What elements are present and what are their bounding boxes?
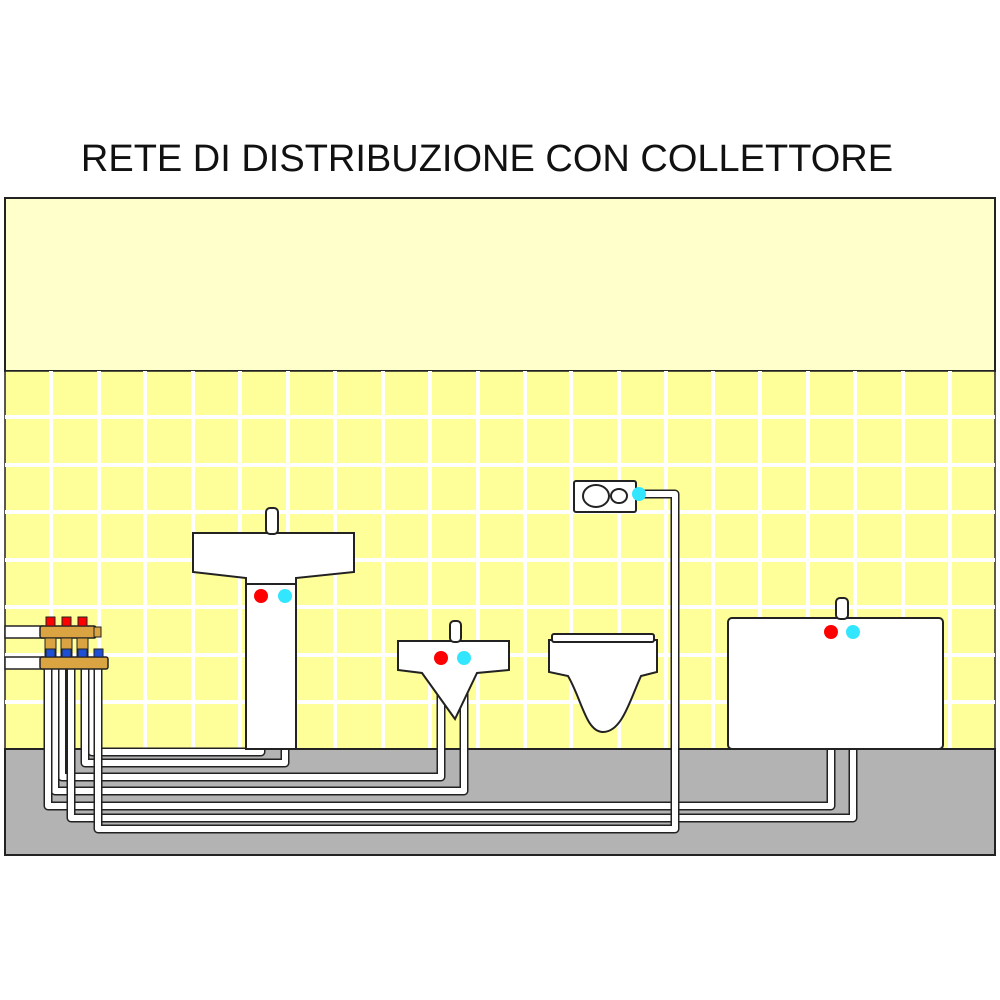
flush-button-large	[582, 484, 610, 508]
upper-wall	[4, 197, 996, 372]
hot-valve-caps	[45, 616, 88, 627]
bathtub-body	[727, 617, 944, 750]
washbasin-faucet	[265, 507, 279, 535]
manifold-hot-bar	[39, 625, 97, 639]
bathtub	[727, 597, 944, 750]
bathtub-faucet	[835, 597, 849, 620]
bidet-cold-valve	[457, 651, 471, 665]
bidet-hot-valve	[434, 651, 448, 665]
bidet-body	[397, 640, 510, 721]
bathtub-cold-valve	[846, 625, 860, 639]
washbasin-pedestal	[245, 577, 297, 750]
washbasin-hot-valve	[254, 589, 268, 603]
toilet-cold-valve	[632, 487, 646, 501]
toilet-seat	[551, 633, 655, 643]
washbasin-cold-valve	[278, 589, 292, 603]
cold-valve-caps	[45, 648, 104, 658]
manifold-cold-bar	[39, 656, 109, 670]
flush-button-small	[610, 488, 628, 504]
bathtub-hot-valve	[824, 625, 838, 639]
bidet-faucet	[449, 620, 462, 643]
bidet	[397, 620, 510, 721]
washbasin-bowl	[192, 532, 355, 585]
toilet	[548, 480, 658, 734]
bathroom-wall	[4, 197, 996, 750]
manifold	[39, 616, 109, 670]
diagram-title: RETE DI DISTRIBUZIONE CON COLLETTORE	[81, 138, 893, 180]
washbasin	[192, 507, 355, 750]
toilet-bowl	[548, 639, 658, 734]
